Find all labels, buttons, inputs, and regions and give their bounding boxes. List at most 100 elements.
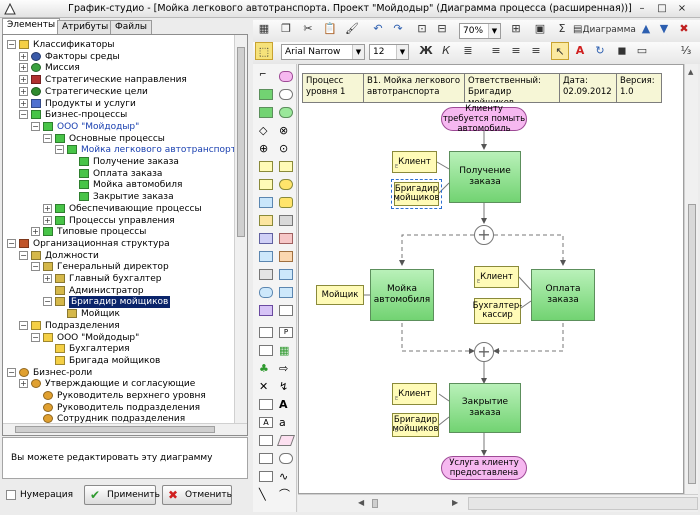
minimize-button[interactable]: – bbox=[639, 3, 645, 14]
and-gateway-icon[interactable]: ⊕ bbox=[259, 142, 269, 155]
or-gateway-icon[interactable]: ⊙ bbox=[279, 142, 289, 155]
curve-tool-icon[interactable]: ∿ bbox=[279, 470, 289, 483]
brush-icon[interactable]: 🖌 bbox=[345, 22, 359, 35]
align-right-icon[interactable]: ≡ bbox=[531, 44, 541, 57]
collapse-icon[interactable]: − bbox=[7, 367, 16, 377]
font-color-button[interactable]: A bbox=[575, 44, 585, 57]
scissors-icon[interactable]: ✂ bbox=[303, 22, 313, 35]
square-tool-icon[interactable] bbox=[259, 471, 273, 482]
expand-icon[interactable]: + bbox=[43, 203, 52, 213]
bold-button[interactable]: Ж bbox=[419, 44, 433, 57]
paste-icon[interactable]: 📋 bbox=[323, 22, 337, 35]
and-gateway-join[interactable]: + bbox=[474, 342, 494, 362]
ellipse-tool-icon[interactable] bbox=[279, 453, 293, 464]
end-event[interactable]: Услуга клиенту предоставлена bbox=[441, 456, 527, 480]
collapse-icon[interactable]: − bbox=[43, 297, 52, 307]
group-shape-icon[interactable]: ▦ bbox=[279, 344, 290, 357]
arrow-shape-icon[interactable]: ⇨ bbox=[279, 362, 289, 375]
tree-scroll-thumb[interactable] bbox=[237, 47, 245, 237]
expand-icon[interactable]: + bbox=[43, 274, 52, 283]
expand-icon[interactable]: + bbox=[19, 379, 28, 389]
expand-icon[interactable]: + bbox=[43, 215, 52, 225]
connector-tool-icon[interactable]: ⌐ bbox=[259, 70, 267, 80]
collapse-icon[interactable]: − bbox=[19, 320, 28, 330]
arrow-up-icon[interactable]: ▲ bbox=[641, 22, 651, 35]
task-payment[interactable]: Оплата заказа bbox=[531, 269, 595, 321]
screen-shape-icon[interactable] bbox=[259, 305, 273, 316]
system-shape-icon[interactable] bbox=[259, 197, 273, 208]
role-cashier[interactable]: Бухгалтер-кассир bbox=[473, 298, 522, 324]
text-tool-icon[interactable]: A bbox=[279, 398, 288, 411]
tab-attributes[interactable]: Атрибуты bbox=[57, 20, 114, 34]
pointer-icon[interactable]: ↖ bbox=[551, 42, 569, 60]
xor-gateway-icon[interactable]: ⊗ bbox=[279, 124, 289, 137]
fit-width-icon[interactable]: ⊟ bbox=[437, 22, 447, 35]
info-shape-icon[interactable] bbox=[259, 251, 273, 262]
delete-icon[interactable]: ✖ bbox=[679, 22, 689, 35]
undo-icon[interactable]: ↶ bbox=[373, 22, 383, 35]
align-left-icon[interactable]: ≡ bbox=[491, 44, 501, 57]
role-shape-icon[interactable] bbox=[259, 161, 273, 172]
position-shape-icon[interactable] bbox=[279, 161, 293, 172]
scroll-left-icon[interactable]: ◀ bbox=[358, 498, 365, 507]
document-shape-icon[interactable] bbox=[259, 269, 273, 280]
kpi-shape-icon[interactable] bbox=[279, 251, 293, 262]
role-washer[interactable]: Мойщик bbox=[316, 285, 364, 305]
chevron-down-icon[interactable]: ▼ bbox=[396, 45, 408, 59]
canvas-scroll-thumb[interactable] bbox=[688, 204, 696, 484]
scroll-right-icon[interactable]: ▶ bbox=[452, 498, 459, 507]
close-button[interactable]: × bbox=[677, 3, 687, 14]
diamond-shape-icon[interactable]: ◇ bbox=[259, 124, 268, 137]
canvas-vertical-scrollbar[interactable]: ▲ bbox=[684, 64, 698, 494]
collapse-icon[interactable]: − bbox=[19, 250, 28, 260]
circle-shape-icon[interactable] bbox=[279, 107, 293, 118]
polyline-tool-icon[interactable]: ⌒ bbox=[279, 488, 290, 501]
expand-icon[interactable]: + bbox=[19, 63, 28, 73]
tree-vertical-scrollbar[interactable] bbox=[234, 35, 247, 423]
textbox-tool-icon[interactable]: A bbox=[259, 417, 273, 428]
zoom-select[interactable]: 70%▼ bbox=[459, 23, 501, 39]
select-tool-icon[interactable]: ⬚ bbox=[255, 42, 273, 60]
scroll-up-icon[interactable]: ▲ bbox=[688, 68, 694, 76]
diagram-canvas[interactable]: Процесс уровня 1 В1. Мойка легкового авт… bbox=[298, 64, 684, 494]
comment-shape-icon[interactable] bbox=[279, 287, 293, 298]
diagram-button[interactable]: ▤Диаграмма bbox=[573, 24, 636, 35]
collapse-icon[interactable]: − bbox=[31, 262, 40, 272]
and-gateway-split[interactable]: + bbox=[474, 225, 494, 245]
fill-icon[interactable]: ◼ bbox=[617, 44, 627, 57]
rectangle-tool-icon[interactable] bbox=[259, 435, 273, 446]
frame-tool-icon[interactable] bbox=[259, 453, 273, 464]
subprocess-shape-icon[interactable] bbox=[259, 107, 273, 118]
arrow-down-icon[interactable]: ▼ bbox=[659, 22, 669, 35]
fullscreen-icon[interactable]: ▣ bbox=[534, 22, 546, 35]
line-icon[interactable]: ▭ bbox=[636, 44, 648, 57]
numbering-checkbox[interactable] bbox=[6, 490, 16, 500]
doc-shape-icon[interactable] bbox=[279, 179, 293, 190]
apply-button[interactable]: ✔ Применить bbox=[84, 485, 160, 505]
oval-shape-icon[interactable] bbox=[279, 89, 293, 100]
expand-icon[interactable]: + bbox=[19, 86, 28, 96]
cancel-button[interactable]: ✖ Отменить bbox=[162, 485, 232, 505]
expand-icon[interactable]: + bbox=[31, 227, 40, 237]
unit-shape-icon[interactable] bbox=[259, 179, 273, 190]
expand-icon[interactable]: + bbox=[19, 98, 28, 108]
font-name-select[interactable]: Arial Narrow▼ bbox=[281, 44, 365, 60]
label-tool-icon[interactable]: a bbox=[279, 416, 286, 429]
task-car-wash[interactable]: Мойка автомобиля bbox=[370, 269, 434, 321]
task-receive-order[interactable]: Получение заказа bbox=[449, 151, 521, 203]
start-event[interactable]: Клиенту требуется помыть автомобиль bbox=[441, 104, 527, 134]
font-size-select[interactable]: 12▼ bbox=[369, 44, 409, 60]
tab-files[interactable]: Файлы bbox=[110, 20, 152, 34]
org-shape-icon[interactable]: ♣ bbox=[259, 362, 269, 375]
cross-shape-icon[interactable]: ✕ bbox=[259, 380, 269, 393]
maximize-button[interactable]: □ bbox=[657, 3, 667, 14]
tree-hscroll-thumb[interactable] bbox=[15, 426, 215, 433]
numbering-icon[interactable]: ⅓ bbox=[680, 44, 692, 57]
process-shape-icon[interactable] bbox=[259, 89, 273, 100]
fit-page-icon[interactable]: ⊡ bbox=[417, 22, 427, 35]
table-shape-icon[interactable] bbox=[259, 345, 273, 356]
